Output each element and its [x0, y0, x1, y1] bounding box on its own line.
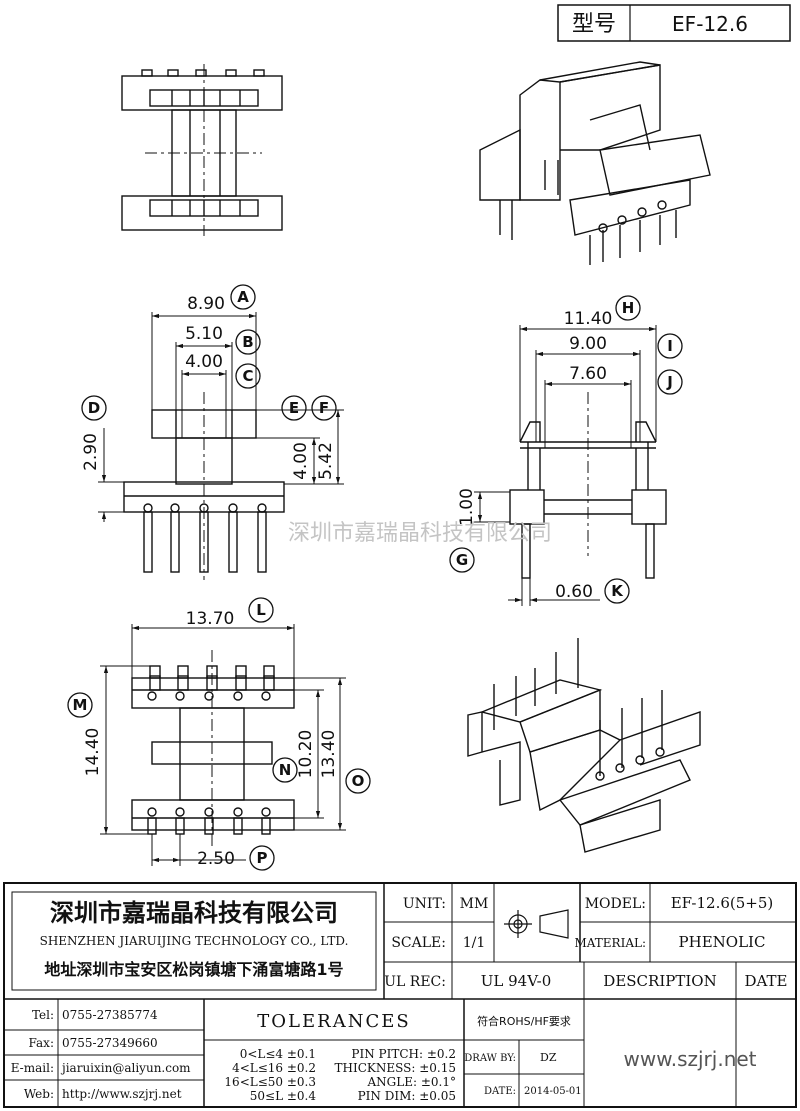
- isometric-view-bottom: [467, 638, 701, 853]
- unit-label: UNIT:: [403, 896, 446, 912]
- front-view: [509, 392, 667, 579]
- material-label: MATERIAL:: [574, 936, 646, 950]
- dim-o-letter: O: [352, 772, 365, 790]
- header-model-value: EF-12.6: [672, 12, 748, 36]
- dim-k-value: 0.60: [555, 582, 593, 602]
- dim-i-value: 9.00: [569, 334, 607, 354]
- dim-l-letter: L: [256, 601, 266, 619]
- bottom-view-dimensions: [100, 624, 346, 866]
- dim-p-letter: P: [257, 849, 268, 867]
- web-value: http://www.szjrj.net: [62, 1087, 182, 1101]
- draw-by-value: DZ: [540, 1051, 557, 1064]
- dim-i-letter: I: [667, 337, 673, 355]
- angle: ANGLE: ±0.1°: [367, 1075, 456, 1089]
- dim-b-value: 5.10: [185, 324, 223, 344]
- side-view-dimensions: [98, 312, 344, 522]
- dim-a-letter: A: [237, 288, 249, 306]
- isometric-view-top: [479, 61, 711, 265]
- fax-label: Fax:: [29, 1036, 54, 1050]
- date-label: DATE:: [484, 1086, 516, 1097]
- dim-e-letter: E: [289, 399, 299, 417]
- tolerance-row-2: 4<L≤16 ±0.2: [232, 1061, 316, 1075]
- company-watermark: 深圳市嘉瑞晶科技有限公司: [288, 521, 552, 546]
- header-model-box: 型号 EF-12.6: [557, 4, 791, 42]
- title-block: [3, 882, 797, 1108]
- dim-f-value: 5.42: [316, 442, 336, 480]
- email-value: jiaruixin@aliyun.com: [60, 1061, 191, 1075]
- dim-j-value: 7.60: [569, 364, 607, 384]
- dim-b-letter: B: [242, 333, 253, 351]
- dim-e-value: 4.00: [291, 442, 311, 480]
- tolerance-row-4: 50≤L ±0.4: [250, 1089, 317, 1103]
- dim-l-value: 13.70: [186, 609, 235, 629]
- description-header: DESCRIPTION: [603, 972, 716, 990]
- title-block-text: 深圳市嘉瑞晶科技有限公司 SHENZHEN JIARUIJING TECHNOL…: [11, 894, 788, 1103]
- unit-value: MM: [460, 896, 489, 912]
- material-value: PHENOLIC: [679, 933, 766, 951]
- date-value: 2014-05-01: [524, 1086, 582, 1097]
- dim-p-value: 2.50: [197, 849, 235, 869]
- thickness: THICKNESS: ±0.15: [335, 1061, 456, 1075]
- dim-f-letter: F: [319, 399, 329, 417]
- dim-c-letter: C: [242, 367, 253, 385]
- dim-d-letter: D: [88, 399, 100, 417]
- pin-dim: PIN DIM: ±0.05: [358, 1089, 456, 1103]
- dim-g-value: 1.00: [457, 488, 477, 526]
- ul-rec-value: UL 94V-0: [481, 972, 552, 990]
- scale-label: SCALE:: [391, 935, 446, 951]
- pin-pitch: PIN PITCH: ±0.2: [351, 1047, 456, 1061]
- tel-label: Tel:: [32, 1008, 54, 1022]
- fax-value: 0755-27349660: [62, 1036, 158, 1050]
- side-view: [123, 392, 285, 580]
- projection-symbol-icon: [504, 909, 569, 939]
- dim-o-value: 13.40: [319, 730, 339, 779]
- draw-by-label: DRAW BY:: [464, 1053, 516, 1064]
- email-label: E-mail:: [11, 1061, 54, 1075]
- front-view-dimensions: [474, 325, 657, 606]
- dim-g-letter: G: [456, 551, 468, 569]
- company-name-cn: 深圳市嘉瑞晶科技有限公司: [50, 899, 338, 927]
- dim-m-letter: M: [73, 696, 88, 714]
- date-header: DATE: [745, 972, 788, 990]
- scale-value: 1/1: [463, 935, 486, 951]
- dim-h-letter: H: [622, 299, 635, 317]
- website-large: www.szjrj.net: [623, 1047, 756, 1071]
- company-address: 地址深圳市宝安区松岗镇塘下涌富塘路1号: [44, 960, 343, 979]
- dim-n-letter: N: [279, 761, 292, 779]
- rohs-compliance: 符合ROHS/HF要求: [477, 1014, 571, 1028]
- tolerance-row-1: 0<L≤4 ±0.1: [240, 1047, 316, 1061]
- dim-a-value: 8.90: [187, 294, 225, 314]
- dim-h-value: 11.40: [564, 309, 613, 329]
- tolerances-title: TOLERANCES: [257, 1011, 410, 1032]
- header-model-label: 型号: [572, 12, 616, 37]
- bottom-view: [131, 650, 295, 850]
- model-value: EF-12.6(5+5): [671, 894, 774, 912]
- dim-c-value: 4.00: [185, 352, 223, 372]
- dimension-labels: 8.90 A 5.10 B 4.00 C D 2.90 E 4.00 F 5.4…: [67, 284, 683, 871]
- model-label: MODEL:: [585, 896, 646, 912]
- dim-k-letter: K: [611, 582, 624, 600]
- dim-j-letter: J: [666, 373, 673, 391]
- dim-d-value: 2.90: [81, 433, 101, 471]
- company-name-en: SHENZHEN JIARUIJING TECHNOLOGY CO., LTD.: [40, 934, 349, 948]
- ul-rec-label: UL REC:: [384, 974, 446, 990]
- tel-value: 0755-27385774: [62, 1008, 158, 1022]
- top-view: [121, 64, 283, 236]
- tolerance-row-3: 16<L≤50 ±0.3: [224, 1075, 316, 1089]
- dim-m-value: 14.40: [83, 728, 103, 777]
- web-label: Web:: [24, 1087, 54, 1101]
- dim-n-value: 10.20: [296, 730, 316, 779]
